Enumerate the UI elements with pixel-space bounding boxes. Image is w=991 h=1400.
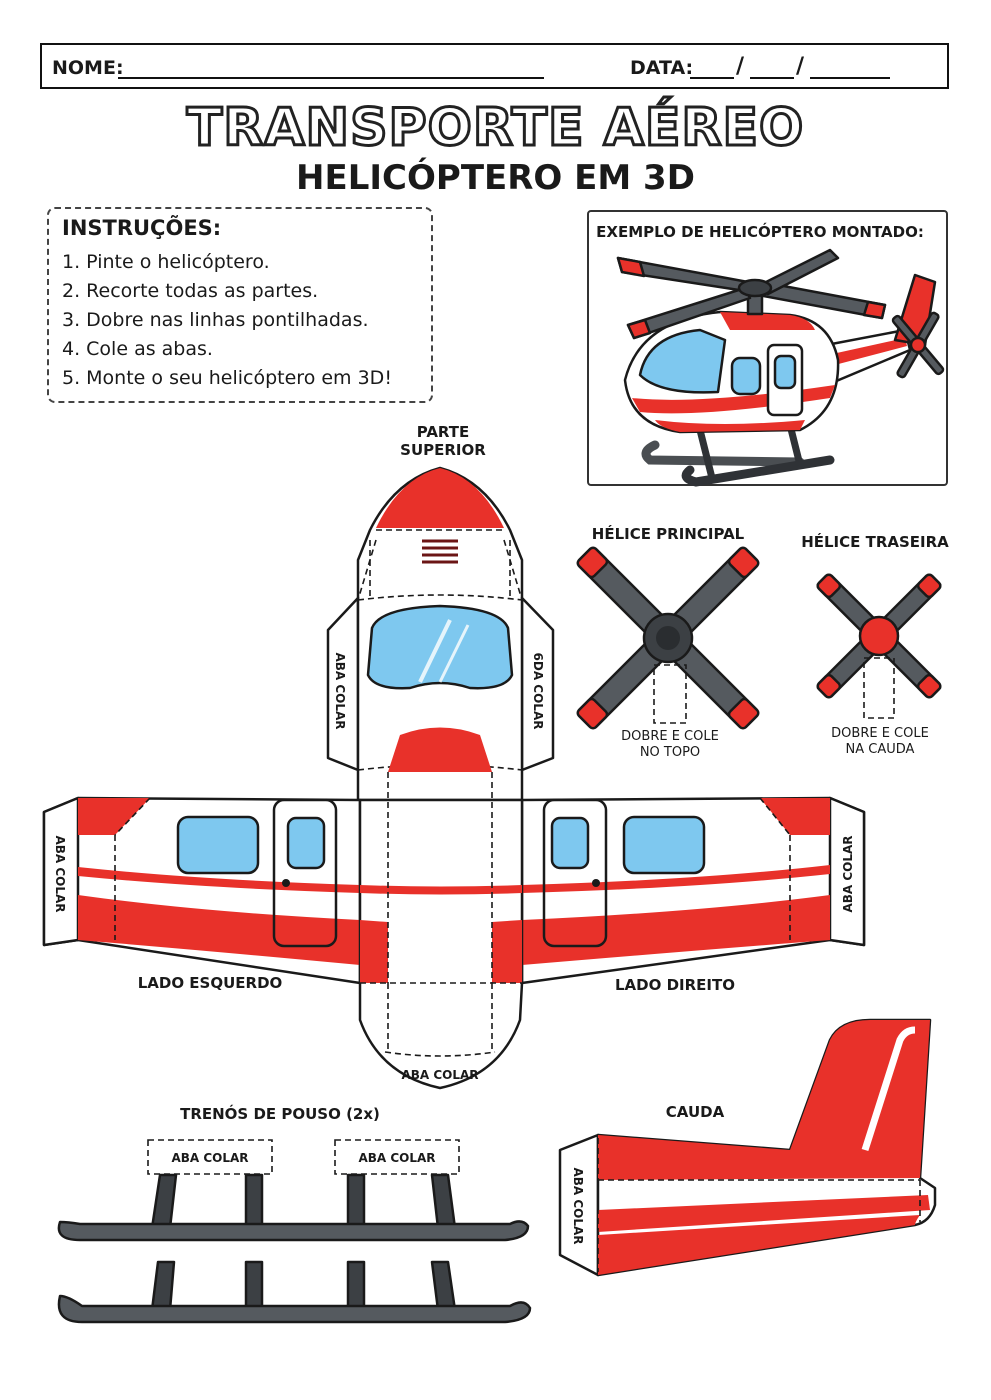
glue-tab-label: 6DA COLAR [531,652,545,730]
glue-tab-label: ABA COLAR [841,835,855,913]
name-field[interactable] [118,77,544,79]
glue-tab-label: ABA COLAR [53,835,67,913]
main-rotor-tab-label: DOBRE E COLE NO TOPO [621,729,719,760]
date-day-field[interactable] [690,77,734,79]
instruction-item: 1. Pinte o helicóptero. [62,251,270,273]
page-title: TRANSPORTE AÉREO [185,97,805,160]
top-part-net [326,466,555,802]
main-rotor-tab [653,664,687,724]
instruction-item: 4. Cole as abas. [62,338,213,360]
main-rotor-label: HÉLICE PRINCIPAL [591,525,745,543]
tail-rotor-label: HÉLICE TRASEIRA [801,533,949,551]
instruction-item: 5. Monte o seu helicóptero em 3D! [62,367,392,389]
name-date-box [40,43,949,89]
page-subtitle: HELICÓPTERO EM 3D [296,158,695,198]
instructions-box [47,207,433,403]
date-month-field[interactable] [750,77,794,79]
left-side-label: LADO ESQUERDO [137,974,283,992]
right-side-label: LADO DIREITO [615,976,735,994]
tail-rotor-cutout [816,573,942,699]
glue-tab-label: ABA COLAR [401,1068,479,1082]
date-separator: / [796,54,805,79]
date-separator: / [736,54,745,79]
date-year-field[interactable] [810,77,890,79]
top-part-label: PARTE SUPERIOR [400,423,486,459]
instruction-item: 3. Dobre nas linhas pontilhadas. [62,309,369,331]
tail-rotor-tab-label: DOBRE E COLE NA CAUDA [831,726,929,757]
skids-label: TRENÓS DE POUSO (2x) [180,1105,380,1123]
landing-skids-cutout [57,1139,532,1324]
glue-tab-label: ABA COLAR [358,1151,436,1165]
instruction-item: 2. Recorte todas as partes. [62,280,319,302]
main-rotor-cutout [576,546,760,730]
example-title: EXEMPLO DE HELICÓPTERO MONTADO: [596,223,924,241]
glue-tab-label: ABA COLAR [171,1151,249,1165]
example-box [587,210,948,486]
name-label: NOME: [52,57,124,79]
example-helicopter-image [616,248,945,487]
tail-label: CAUDA [665,1103,725,1121]
date-label: DATA: [630,57,694,79]
glue-tab-label: ABA COLAR [571,1167,585,1245]
tail-cutout [558,1018,937,1277]
body-net [42,772,866,1090]
instructions-title: INSTRUÇÕES: [62,216,222,240]
glue-tab-label: ABA COLAR [333,652,347,730]
tail-rotor-tab [863,657,895,719]
